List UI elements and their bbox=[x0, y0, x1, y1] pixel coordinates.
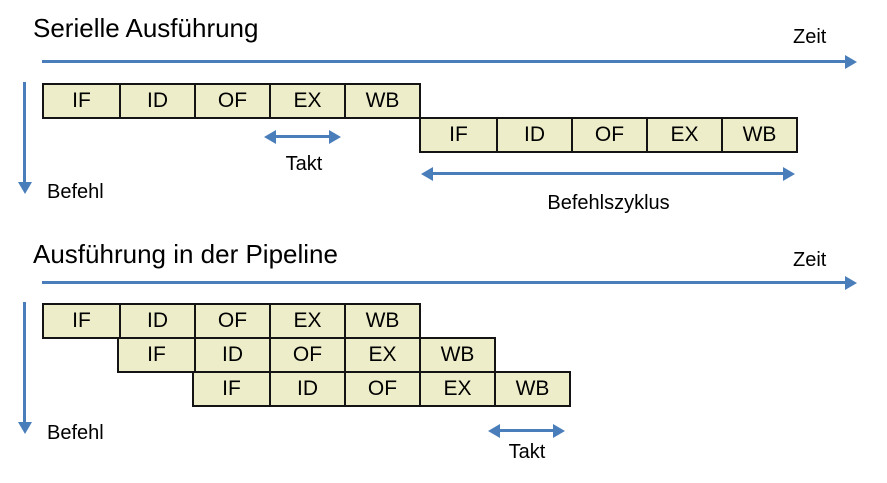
time-axis-arrow bbox=[42, 60, 846, 63]
takt-label: Takt bbox=[285, 153, 323, 175]
time-axis-arrow bbox=[42, 281, 846, 284]
section-title: Serielle Ausführung bbox=[33, 13, 259, 43]
stage-cell-id: ID bbox=[119, 305, 194, 337]
section-title: Ausführung in der Pipeline bbox=[33, 239, 338, 269]
stage-cell-of: OF bbox=[194, 305, 269, 337]
takt-span-arrow bbox=[499, 429, 554, 432]
stage-cell-wb: WB bbox=[344, 85, 419, 117]
stage-cell-ex: EX bbox=[344, 339, 419, 371]
instruction-axis-label: Befehl bbox=[47, 422, 104, 444]
stage-cell-ex: EX bbox=[269, 305, 344, 337]
stage-cell-id: ID bbox=[269, 373, 344, 405]
stage-cell-of: OF bbox=[194, 85, 269, 117]
stage-cell-id: ID bbox=[496, 119, 571, 151]
stage-cell-wb: WB bbox=[721, 119, 796, 151]
instruction-row-1: IF ID OF EX WB bbox=[42, 303, 421, 339]
stage-cell-of: OF bbox=[344, 373, 419, 405]
stage-cell-wb: WB bbox=[419, 339, 494, 371]
stage-cell-of: OF bbox=[571, 119, 646, 151]
stage-cell-ex: EX bbox=[646, 119, 721, 151]
instruction-row-2: IF ID OF EX WB bbox=[117, 337, 496, 373]
stage-cell-if: IF bbox=[147, 343, 166, 366]
stage-cell-if: IF bbox=[449, 123, 468, 146]
instruction-axis-arrow bbox=[23, 302, 26, 423]
instruction-row-3: IF ID OF EX WB bbox=[192, 371, 571, 407]
instruction-axis-arrow bbox=[23, 82, 26, 183]
time-axis-label: Zeit bbox=[793, 249, 827, 271]
stage-cell-if: IF bbox=[72, 309, 91, 332]
takt-span-arrow bbox=[275, 135, 330, 138]
instruction-row-2: IF ID OF EX WB bbox=[419, 117, 798, 153]
stage-cell-of: OF bbox=[269, 339, 344, 371]
instruction-row-1: IF ID OF EX WB bbox=[42, 83, 421, 119]
befehlszyklus-label: Befehlszyklus bbox=[547, 192, 670, 214]
stage-cell-ex: EX bbox=[419, 373, 494, 405]
stage-cell-wb: WB bbox=[344, 305, 419, 337]
stage-cell-ex: EX bbox=[269, 85, 344, 117]
stage-cell-id: ID bbox=[194, 339, 269, 371]
takt-label: Takt bbox=[508, 441, 546, 463]
stage-cell-id: ID bbox=[119, 85, 194, 117]
instruction-axis-label: Befehl bbox=[47, 181, 104, 203]
time-axis-label: Zeit bbox=[793, 26, 827, 48]
befehlszyklus-span-arrow bbox=[432, 172, 784, 175]
stage-cell-wb: WB bbox=[494, 373, 569, 405]
stage-cell-if: IF bbox=[72, 89, 91, 112]
stage-cell-if: IF bbox=[222, 377, 241, 400]
